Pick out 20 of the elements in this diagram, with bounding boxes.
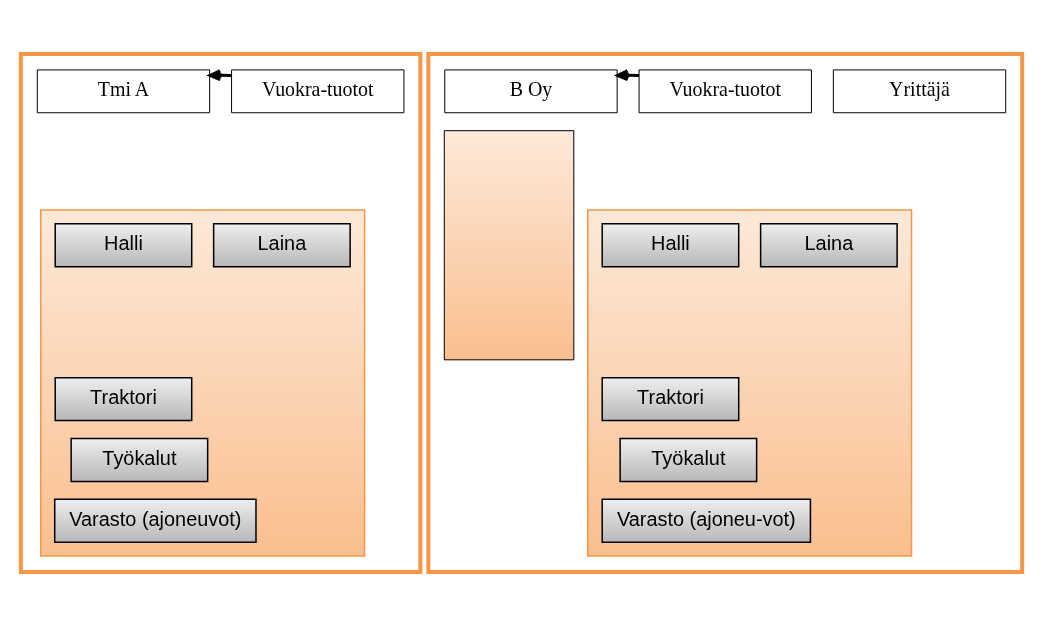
node-box: Laina — [759, 223, 898, 268]
node-box: B Oy — [444, 69, 618, 114]
node-box: Halli — [601, 223, 740, 268]
cluster — [40, 209, 366, 557]
cluster — [426, 51, 1025, 575]
node-box: Työkalut — [70, 437, 209, 483]
node-box: Traktori — [54, 377, 193, 422]
node-box: Yrittäjä — [832, 69, 1007, 114]
node-box: Varasto (ajoneuvot) — [53, 498, 257, 543]
node-box: Vuokra-tuotot — [638, 69, 812, 114]
node-box: Vuokra-tuotot — [231, 69, 405, 114]
node-box: Varasto (ajoneu-vot) — [601, 498, 812, 543]
node-box: Laina — [212, 223, 351, 268]
node-box — [443, 130, 575, 361]
node-box: Halli — [54, 223, 193, 268]
node-box: Traktori — [601, 377, 740, 422]
cluster — [587, 209, 913, 557]
node-box: Tmi A — [36, 69, 211, 114]
cluster — [18, 51, 423, 575]
node-box: Työkalut — [619, 437, 758, 483]
